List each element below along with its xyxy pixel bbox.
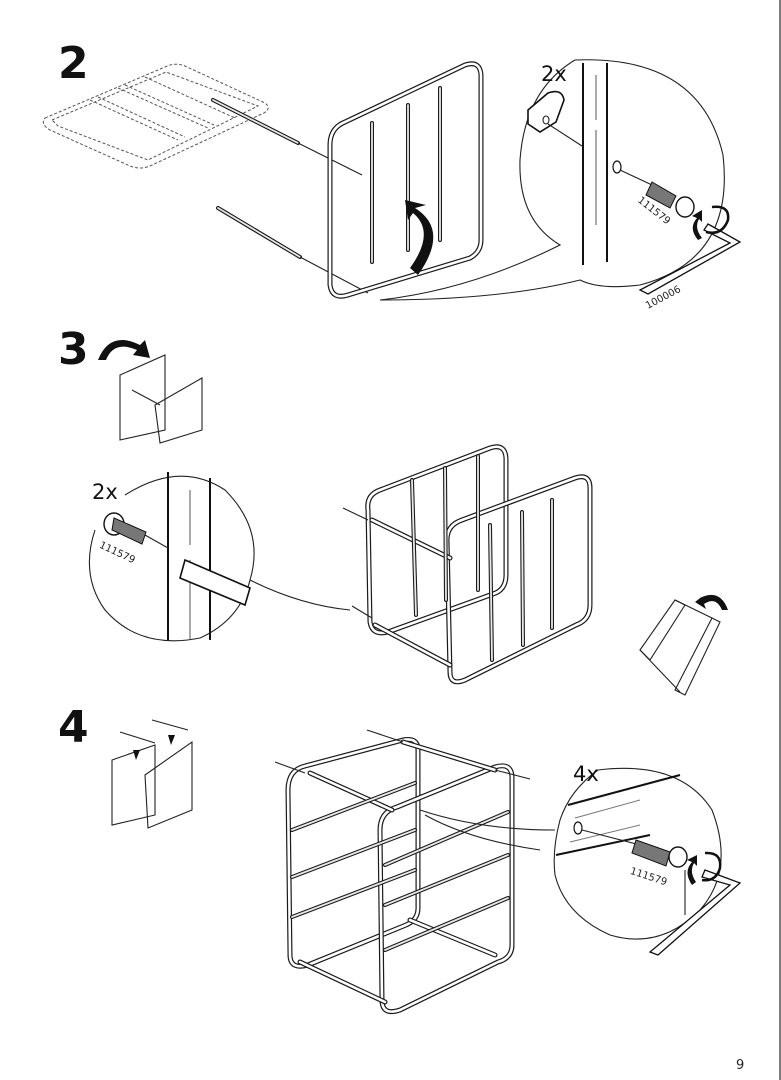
step-3-rotate-arrow-icon	[98, 340, 150, 360]
step-2-side-frame	[327, 61, 484, 299]
step-2-callout-circle	[379, 59, 725, 301]
step-2-screw-icon	[645, 181, 695, 218]
step-4-small-frame	[111, 719, 193, 829]
step-number-2: 2	[58, 38, 89, 89]
step-4-hex-key-icon	[648, 851, 742, 956]
step-3-quantity-label: 2x	[92, 480, 118, 504]
step-4-main-frame	[274, 729, 556, 1015]
step-number-3: 3	[58, 324, 89, 375]
step-number-4: 4	[58, 702, 89, 753]
step-2-dashed-panel	[42, 63, 269, 169]
page-edge	[779, 0, 781, 1080]
step-3-small-frame	[119, 354, 203, 444]
step-3-callout-circle	[88, 472, 351, 642]
page-number: 9	[736, 1058, 745, 1073]
step-2-hex-key-icon	[638, 205, 742, 295]
step-4-callout-circle	[553, 767, 722, 940]
step-2-quantity-label: 2x	[541, 62, 567, 86]
step-3-tilted-frame	[639, 594, 728, 696]
step-3-screw-icon	[103, 512, 147, 545]
step-2-loose-rods	[211, 98, 369, 294]
step-4-quantity-label: 4x	[573, 762, 599, 786]
step-3-main-frame	[342, 444, 593, 685]
step-4-screw-icon	[631, 839, 688, 868]
